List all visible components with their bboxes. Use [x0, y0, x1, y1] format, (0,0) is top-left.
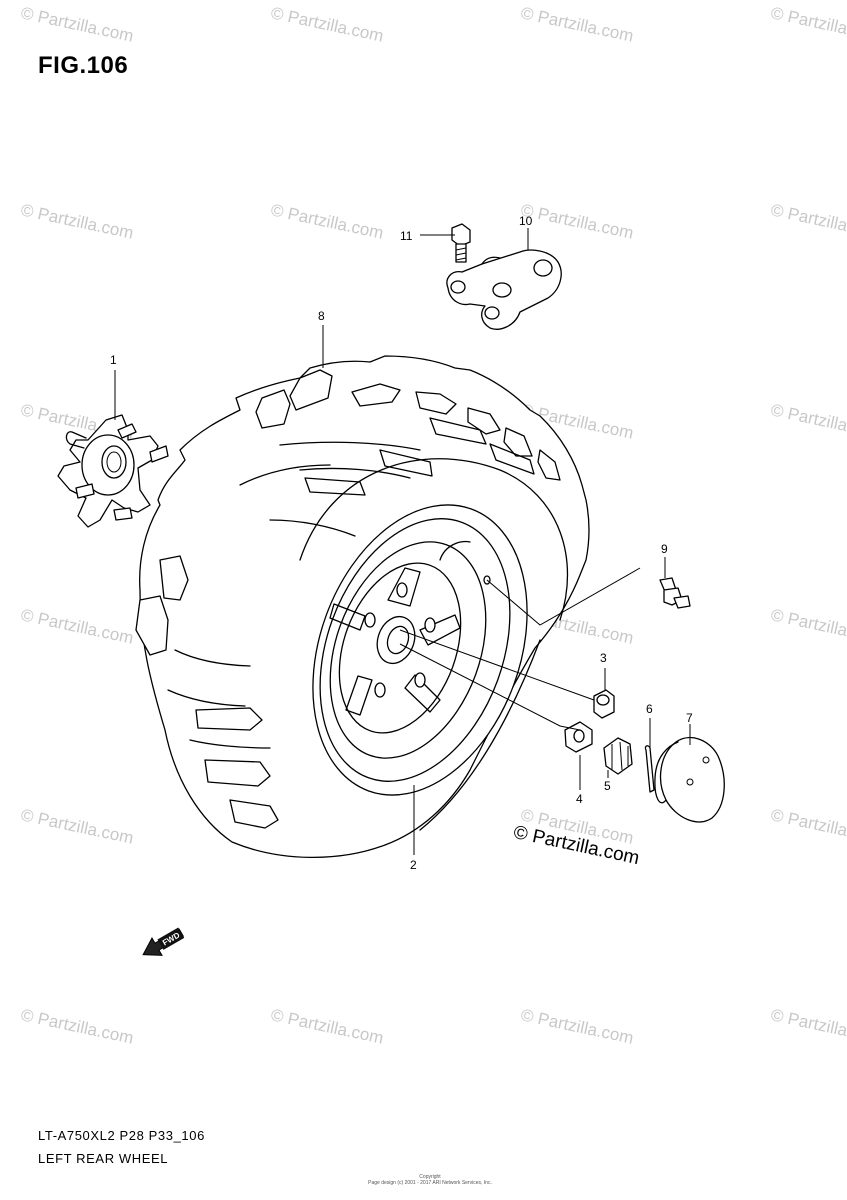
callout-11: 11	[400, 229, 413, 243]
cap-drawing	[654, 737, 725, 823]
copyright-small-line1: Copyright	[419, 1174, 441, 1180]
watermark-text: © Partzilla.com	[769, 605, 847, 647]
watermark-text: © Partzilla.com	[19, 805, 135, 847]
watermark-text: © Partzilla.com	[769, 3, 847, 45]
bolt-drawing	[451, 223, 471, 263]
callout-10: 10	[519, 214, 533, 228]
cotter-pin-drawing	[644, 745, 655, 793]
watermark-text: © Partzilla.com	[19, 200, 135, 242]
watermark-text: © Partzilla.com	[19, 1005, 135, 1047]
watermark-text: © Partzilla.com	[19, 605, 135, 647]
rim-drawing	[312, 504, 528, 796]
watermark-text: © Partzilla.com	[769, 805, 847, 847]
callout-3: 3	[600, 651, 607, 665]
watermark-text: © Partzilla.com	[769, 1005, 847, 1047]
footer-part-name: LEFT REAR WHEEL	[38, 1151, 169, 1166]
callout-7: 7	[686, 711, 693, 725]
watermark-text: © Partzilla.com	[269, 3, 385, 45]
watermark-text: © Partzilla.com	[269, 200, 385, 242]
callout-numbers: 1 2 3 4 5 6 7 8 9 10 11	[110, 214, 693, 872]
watermark-text: © Partzilla.com	[519, 1005, 635, 1047]
callout-4: 4	[576, 792, 583, 806]
callout-5: 5	[604, 779, 611, 793]
leader-lines	[114, 228, 691, 855]
watermark-text: © Partzilla.com	[519, 3, 635, 45]
nut-drawing	[593, 689, 615, 719]
callout-6: 6	[646, 702, 653, 716]
castle-nut-drawing	[603, 737, 633, 775]
washer-drawing	[564, 721, 593, 753]
bracket-drawing	[446, 249, 562, 330]
callout-1: 1	[110, 353, 117, 367]
callout-2: 2	[410, 858, 417, 872]
hub-drawing	[57, 414, 169, 528]
watermark-text: © Partzilla.com	[769, 200, 847, 242]
figure-title: FIG.106	[38, 52, 129, 79]
callout-9: 9	[661, 542, 668, 556]
callout-8: 8	[318, 309, 325, 323]
watermark-text: © Partzilla.com	[769, 400, 847, 442]
watermark-text: © Partzilla.com	[19, 3, 135, 45]
copyright-small: Copyright Page design (c) 2001 - 2017 AR…	[365, 1174, 495, 1186]
watermark-text: © Partzilla.com	[519, 200, 635, 242]
watermark-text: © Partzilla.com	[269, 1005, 385, 1047]
copyright-small-line2: Page design (c) 2001 - 2017 ARI Network …	[368, 1180, 492, 1186]
valve-drawing	[659, 577, 691, 609]
fwd-arrow: FWD	[142, 927, 185, 956]
footer-model-code: LT-A750XL2 P28 P33_106	[38, 1128, 205, 1143]
